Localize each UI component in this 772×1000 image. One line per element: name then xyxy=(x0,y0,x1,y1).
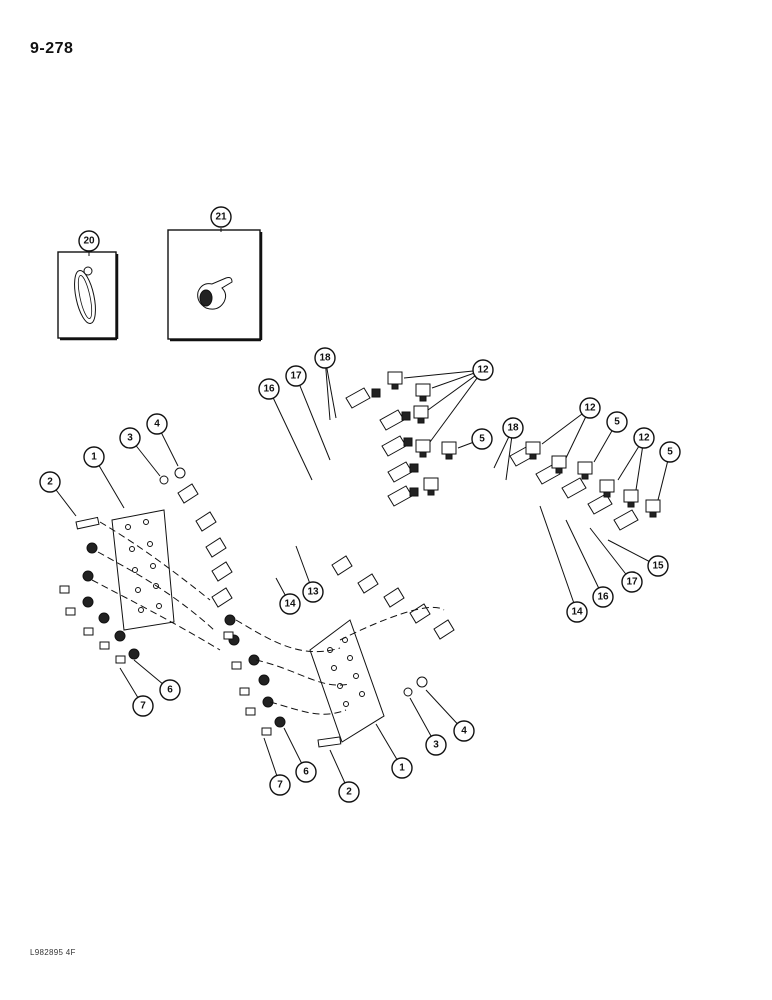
callout-13: 13 xyxy=(302,581,324,603)
callout-label: 7 xyxy=(277,780,283,791)
callout-label: 17 xyxy=(626,577,638,588)
left-hardware xyxy=(59,467,221,664)
callout-label: 18 xyxy=(507,423,519,434)
callout-label: 2 xyxy=(346,787,352,798)
callout-7: 7 xyxy=(269,774,291,796)
callout-20: 20 xyxy=(78,230,100,252)
callout-label: 12 xyxy=(638,433,650,444)
tube-9 xyxy=(409,493,613,624)
callout-label: 15 xyxy=(652,561,664,572)
callout-3: 3 xyxy=(425,734,447,756)
callout-3: 3 xyxy=(119,427,141,449)
callout-4: 4 xyxy=(453,720,475,742)
tube-5 xyxy=(211,485,419,608)
callout-16: 16 xyxy=(258,378,280,400)
callout-1: 1 xyxy=(391,757,413,779)
callout-label: 3 xyxy=(127,433,133,444)
callout-label: 2 xyxy=(47,477,53,488)
callout-17: 17 xyxy=(621,571,643,593)
callout-label: 14 xyxy=(284,599,296,610)
tube-7 xyxy=(357,463,561,594)
elbow-fittings xyxy=(387,371,661,518)
callouts: 2021181716124312518125125151716141314674… xyxy=(39,206,681,803)
callout-5: 5 xyxy=(606,411,628,433)
callout-12: 12 xyxy=(472,359,494,381)
figure-code: L982895 4F xyxy=(30,948,76,957)
callout-label: 12 xyxy=(584,403,596,414)
callout-5: 5 xyxy=(659,441,681,463)
inset-box-clamp xyxy=(167,229,263,342)
callout-label: 17 xyxy=(290,371,302,382)
callout-label: 20 xyxy=(83,236,95,247)
callout-7: 7 xyxy=(132,695,154,717)
callout-label: 1 xyxy=(91,452,97,463)
callout-2: 2 xyxy=(338,781,360,803)
callout-18: 18 xyxy=(502,417,524,439)
callout-label: 5 xyxy=(614,417,620,428)
tube-4 xyxy=(211,461,419,582)
callout-label: 1 xyxy=(399,763,405,774)
callout-label: 6 xyxy=(167,685,173,696)
callout-label: 4 xyxy=(461,726,467,737)
callout-label: 5 xyxy=(479,434,485,445)
callout-15: 15 xyxy=(647,555,669,577)
callout-12: 12 xyxy=(633,427,655,449)
callout-label: 13 xyxy=(307,587,319,598)
right-bracket-plate xyxy=(309,619,385,743)
tube-8 xyxy=(383,477,587,608)
inset-box-strap-clip xyxy=(57,251,119,341)
tube-bank-lower xyxy=(331,445,639,640)
callout-label: 3 xyxy=(433,740,439,751)
callout-label: 7 xyxy=(140,701,146,712)
callout-4: 4 xyxy=(146,413,168,435)
callout-21: 21 xyxy=(210,206,232,228)
callout-14: 14 xyxy=(566,601,588,623)
callout-14: 14 xyxy=(279,593,301,615)
callout-1: 1 xyxy=(83,446,105,468)
tube-6 xyxy=(331,445,535,576)
tube-1 xyxy=(177,387,381,504)
page-number: 9-278 xyxy=(30,40,74,57)
callout-17: 17 xyxy=(285,365,307,387)
callout-16: 16 xyxy=(592,586,614,608)
left-bracket-plate xyxy=(111,509,175,631)
tube-2 xyxy=(195,409,411,532)
callout-18: 18 xyxy=(314,347,336,369)
tube-10 xyxy=(433,509,639,640)
tube-bank-upper xyxy=(177,387,419,608)
callout-6: 6 xyxy=(295,761,317,783)
callout-label: 16 xyxy=(263,384,275,395)
tube-3 xyxy=(205,435,413,558)
callout-label: 18 xyxy=(319,353,331,364)
callout-label: 6 xyxy=(303,767,309,778)
callout-6: 6 xyxy=(159,679,181,701)
callout-label: 21 xyxy=(215,212,227,223)
callout-label: 16 xyxy=(597,592,609,603)
callout-label: 12 xyxy=(477,365,489,376)
callout-label: 14 xyxy=(571,607,583,618)
callout-5: 5 xyxy=(471,428,493,450)
callout-2: 2 xyxy=(39,471,61,493)
callout-label: 4 xyxy=(154,419,160,430)
right-hardware xyxy=(223,606,445,748)
callout-label: 5 xyxy=(667,447,673,458)
callout-12: 12 xyxy=(579,397,601,419)
